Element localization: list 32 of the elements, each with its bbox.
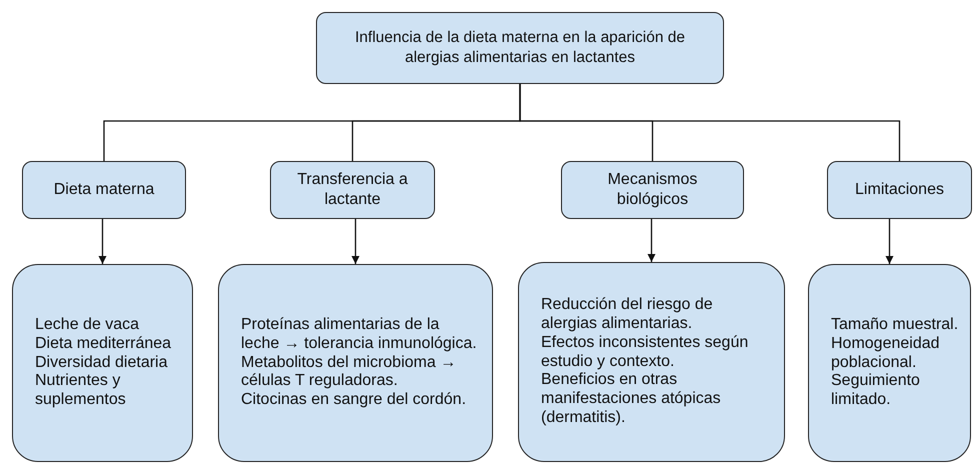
node-text: Mecanismos biológicos [606, 170, 698, 210]
node-text: Diversidad dietaria [35, 354, 169, 372]
detail-box [218, 264, 493, 462]
arrow [98, 219, 106, 264]
category-box [561, 161, 744, 219]
node-text: Transferencia a lactante [296, 170, 409, 210]
detail-box [12, 264, 193, 462]
node-text: Homogeneidad poblacional. [831, 334, 941, 372]
node-text: Efectos inconsistentes según estudio y contexto. [541, 334, 750, 372]
arrow [648, 219, 656, 262]
category-box [22, 161, 186, 219]
node-text: Proteínas alimentarias de la leche → tolerancia inmunológica. [241, 316, 478, 354]
detail-box [808, 264, 971, 462]
node-text: Tamaño muestral. [831, 316, 960, 335]
node-text: Citocinas en sangre del cordón. [241, 391, 468, 410]
category-box [827, 161, 972, 219]
arrow [352, 219, 360, 264]
node-text: Seguimiento limitado. [831, 372, 921, 410]
node-text: Dieta mediterránea [35, 334, 172, 354]
node-text: Metabolitos del microbioma → células T reguladoras. [241, 354, 458, 392]
node-text: Nutrientes y suplementos [35, 372, 127, 410]
detail-box [518, 262, 785, 462]
node-text: Beneficios en otras manifestaciones atópicas (dermatitis). [541, 371, 722, 428]
node-text: Reducción del riesgo de alergias alimentarias. [541, 296, 714, 334]
category-box [270, 161, 435, 219]
node-text: Influencia de la dieta materna en la aparición de alergias alimentarias en lactantes [354, 28, 686, 68]
connector-line [519, 84, 900, 161]
node-text: Leche de vaca [35, 316, 140, 335]
title-box [316, 12, 724, 84]
node-text: Dieta materna [54, 180, 154, 200]
arrow [886, 219, 894, 264]
node-text: Limitaciones [855, 180, 944, 200]
